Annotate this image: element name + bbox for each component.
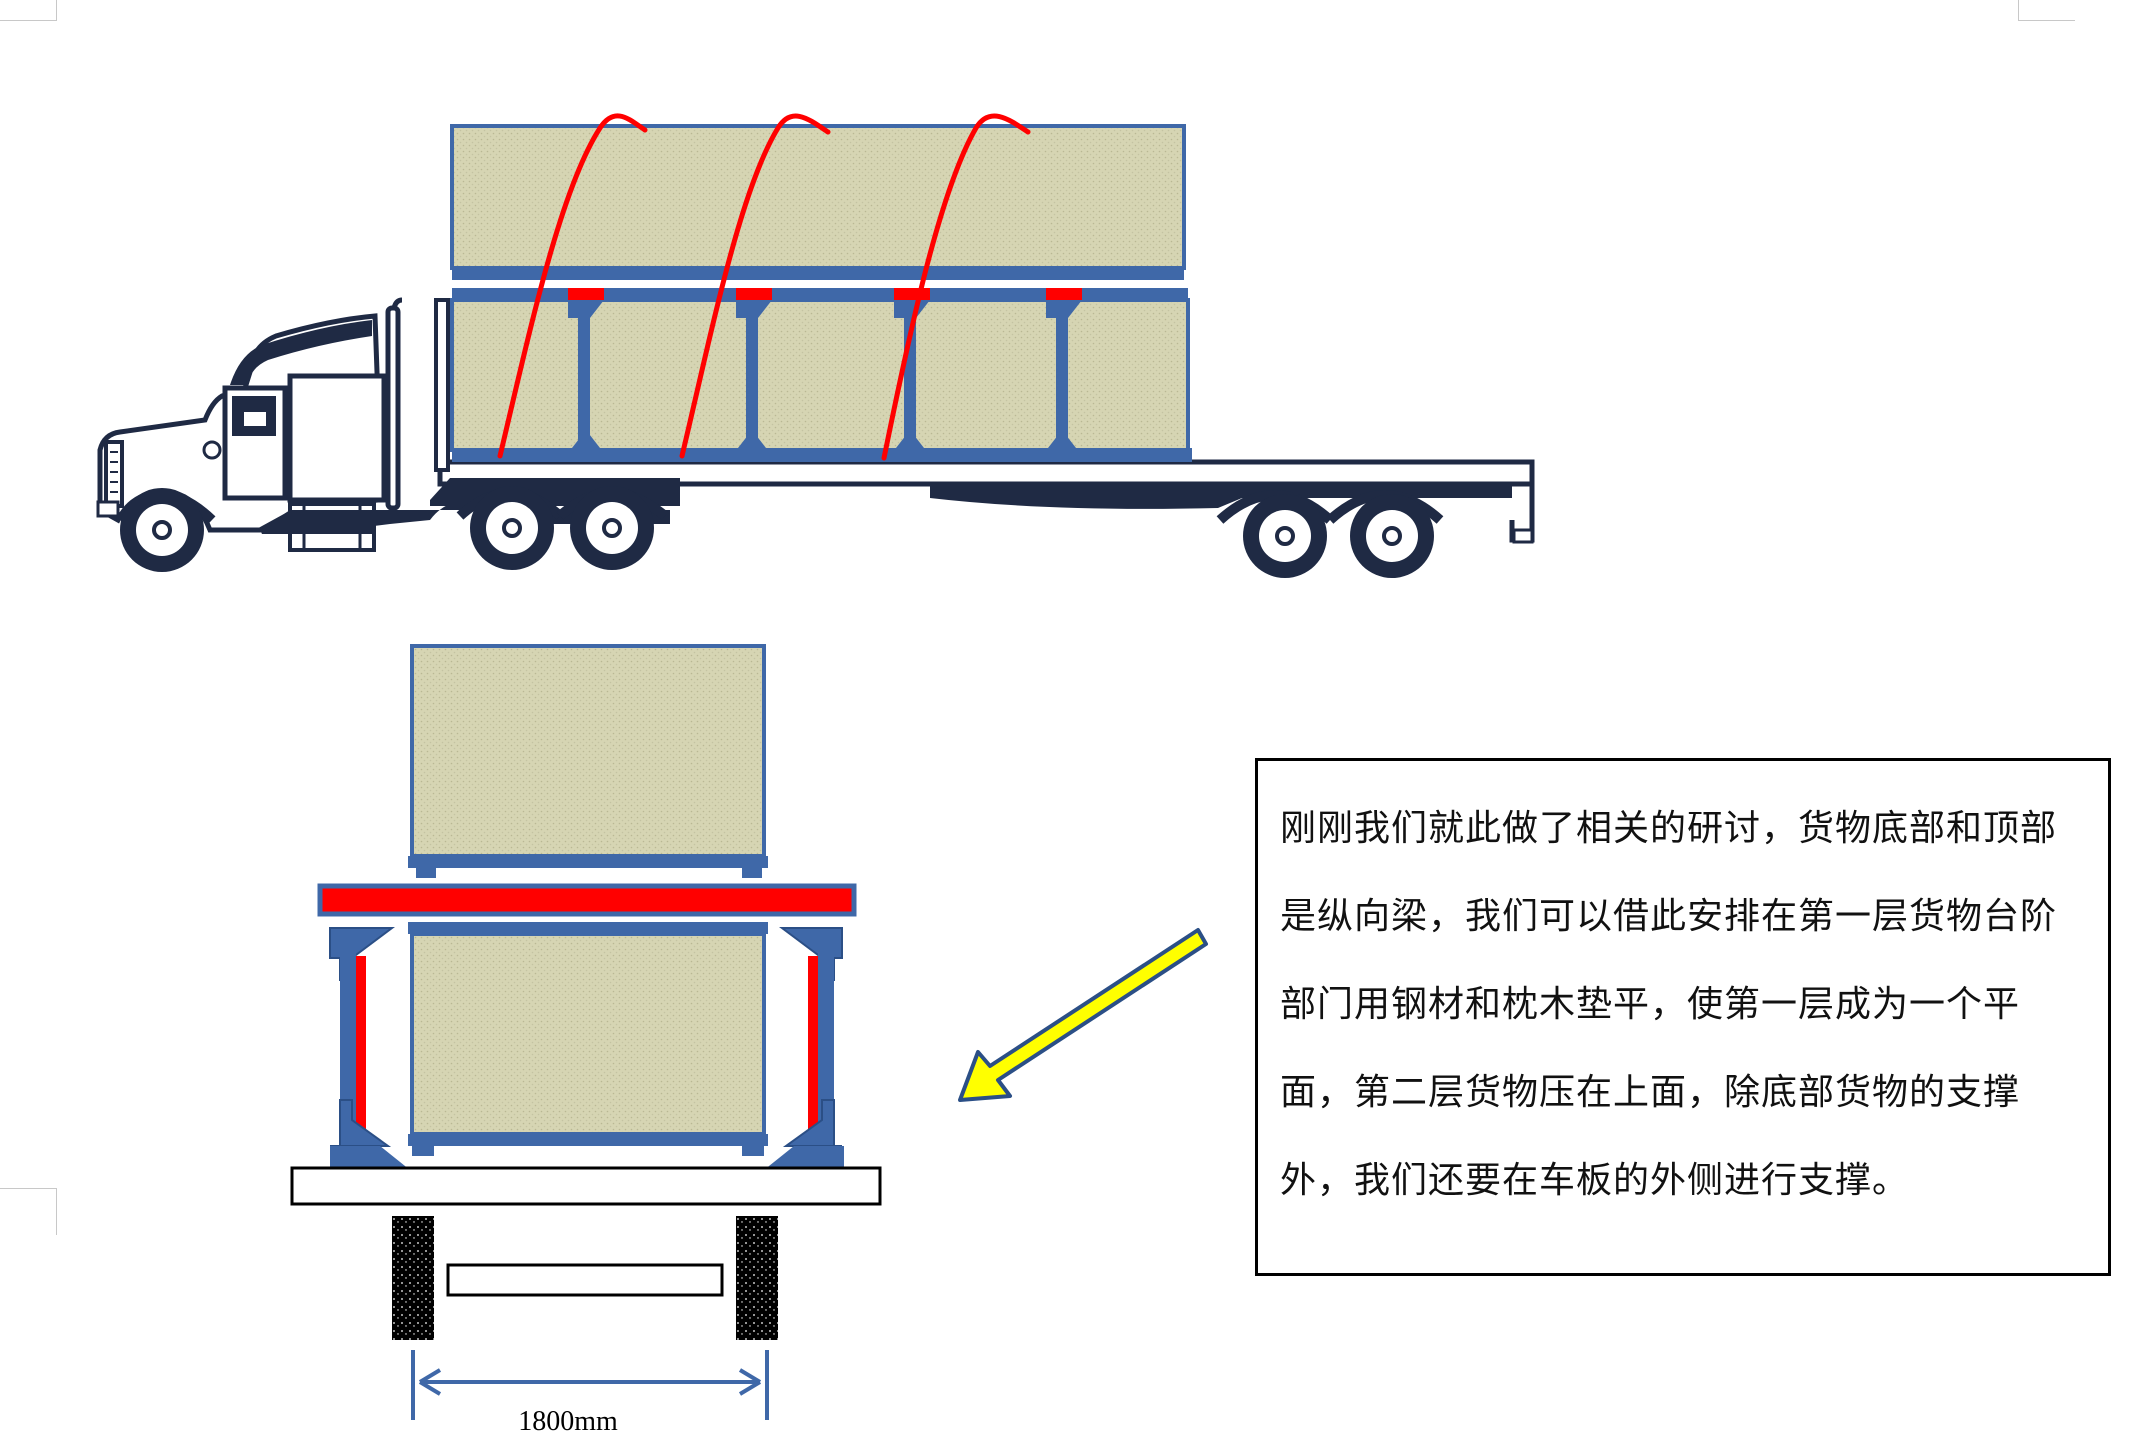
- lashing-strap: [679, 113, 831, 459]
- side-cargo-upper: [450, 124, 1186, 280]
- lashing-straps: [497, 113, 1031, 461]
- page-corner-mark: [0, 1188, 57, 1235]
- red-leveling-beam: [317, 883, 857, 917]
- page-corner-mark: [0, 0, 57, 21]
- dimension-line: 1800mm: [411, 1350, 769, 1436]
- rear-cargo-upper: [408, 644, 768, 878]
- right-tire: [736, 1216, 778, 1340]
- rear-cargo-lower: [408, 922, 768, 1156]
- yellow-pointer-arrow: [958, 928, 1208, 1102]
- trailer-wheel-1: [1243, 494, 1327, 578]
- lashing-strap: [881, 113, 1031, 461]
- trailer-wheel-2: [1350, 494, 1434, 578]
- truck-wheels: [120, 486, 1434, 578]
- side-cargo-lower: [450, 288, 1192, 462]
- dimension-label: 1800mm: [518, 1406, 618, 1436]
- front-wheel: [120, 488, 204, 572]
- rear-trailer-deck: [290, 1166, 882, 1206]
- tractor-cab: [96, 297, 680, 552]
- left-side-brace: [329, 927, 410, 1170]
- support-column: [1046, 288, 1082, 450]
- rear-view-section: 1800mm: [290, 644, 882, 1436]
- page-corner-mark: [2018, 0, 2075, 21]
- side-support-columns: [568, 288, 1082, 450]
- note-textbox: 刚刚我们就此做了相关的研讨，货物底部和顶部是纵向梁，我们可以借此安排在第一层货物…: [1255, 758, 2111, 1276]
- drive-wheel-1: [470, 486, 554, 570]
- lashing-strap: [497, 113, 648, 459]
- support-column: [736, 288, 772, 450]
- note-text: 刚刚我们就此做了相关的研讨，货物底部和顶部是纵向梁，我们可以借此安排在第一层货物…: [1280, 808, 2058, 1201]
- side-view-truck: [96, 113, 1535, 578]
- right-side-brace: [764, 927, 844, 1170]
- rear-axle: [446, 1263, 724, 1297]
- support-column: [568, 288, 604, 450]
- left-tire: [392, 1216, 434, 1340]
- drive-wheel-2: [570, 486, 654, 570]
